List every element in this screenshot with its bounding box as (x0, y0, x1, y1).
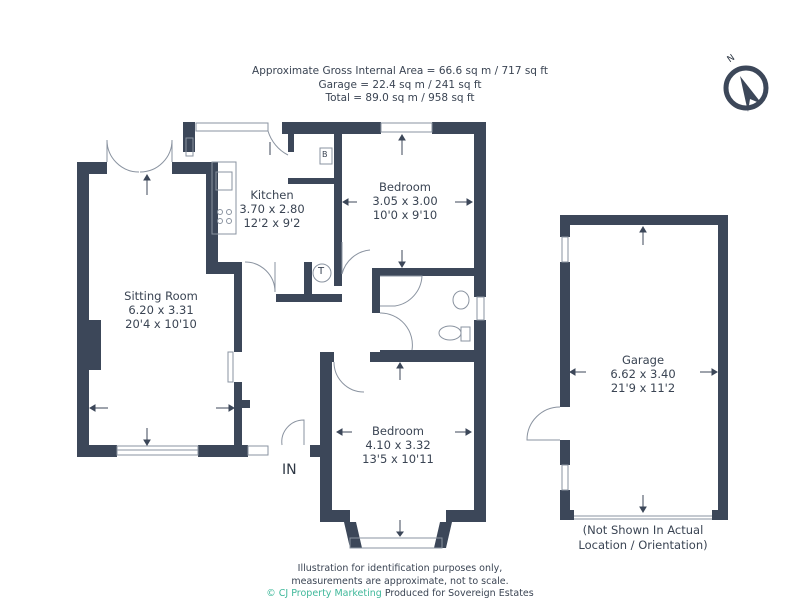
room-label-bedroom-1: Bedroom 3.05 x 3.00 10'0 x 9'10 (372, 180, 437, 222)
room-dimensions-imperial: 10'0 x 9'10 (372, 208, 438, 222)
garage-location-note: (Not Shown In Actual Location / Orientat… (578, 523, 707, 553)
room-name: Sitting Room (124, 289, 198, 303)
room-dimensions-imperial: 12'2 x 9'2 (243, 216, 301, 230)
disclaimer-line: measurements are approximate, not to sca… (291, 575, 509, 587)
room-label-bedroom-2: Bedroom 4.10 x 3.32 13'5 x 10'11 (362, 424, 434, 466)
room-name: Garage (621, 353, 665, 367)
credits: © CJ Property Marketing Produced for Sov… (0, 588, 800, 601)
brand-credit: © CJ Property Marketing (266, 588, 382, 599)
entrance-label: IN (282, 462, 297, 478)
tank-label: T (318, 266, 325, 277)
disclaimer-line: Illustration for identification purposes… (297, 563, 503, 574)
gross-internal-area: Approximate Gross Internal Area = 66.6 s… (252, 65, 548, 77)
footer-disclaimer: Illustration for identification purposes… (0, 563, 800, 601)
area-summary: Approximate Gross Internal Area = 66.6 s… (0, 65, 800, 106)
room-label-kitchen: Kitchen 3.70 x 2.80 12'2 x 9'2 (239, 188, 304, 230)
room-dimensions-metric: 4.10 x 3.32 (365, 438, 431, 452)
room-dimensions-imperial: 13'5 x 10'11 (362, 452, 434, 466)
produced-for: Produced for Sovereign Estates (384, 588, 534, 599)
room-label-garage: Garage 6.62 x 3.40 21'9 x 11'2 (610, 353, 675, 395)
north-arrow-icon (740, 76, 762, 112)
room-name: Kitchen (250, 188, 294, 202)
room-dimensions-metric: 6.20 x 3.31 (128, 303, 194, 317)
boiler-label: B (322, 150, 328, 159)
walls (77, 122, 728, 548)
room-label-sitting-room: Sitting Room 6.20 x 3.31 20'4 x 10'10 (124, 289, 198, 331)
room-name: Bedroom (378, 180, 432, 194)
note-line: (Not Shown In Actual (582, 523, 704, 537)
room-dimensions-metric: 3.05 x 3.00 (372, 194, 438, 208)
total-area: Total = 89.0 sq m / 958 sq ft (325, 92, 475, 104)
room-dimensions-imperial: 21'9 x 11'2 (610, 381, 676, 395)
room-dimensions-imperial: 20'4 x 10'10 (125, 317, 197, 331)
garage-area: Garage = 22.4 sq m / 241 sq ft (318, 78, 482, 91)
room-dimensions-metric: 6.62 x 3.40 (610, 367, 676, 381)
room-dimensions-metric: 3.70 x 2.80 (239, 202, 305, 216)
room-name: Bedroom (371, 424, 424, 438)
dimension-arrows (89, 134, 718, 537)
windows-doors-fixtures (106, 65, 769, 549)
note-line: Location / Orientation) (578, 538, 708, 552)
